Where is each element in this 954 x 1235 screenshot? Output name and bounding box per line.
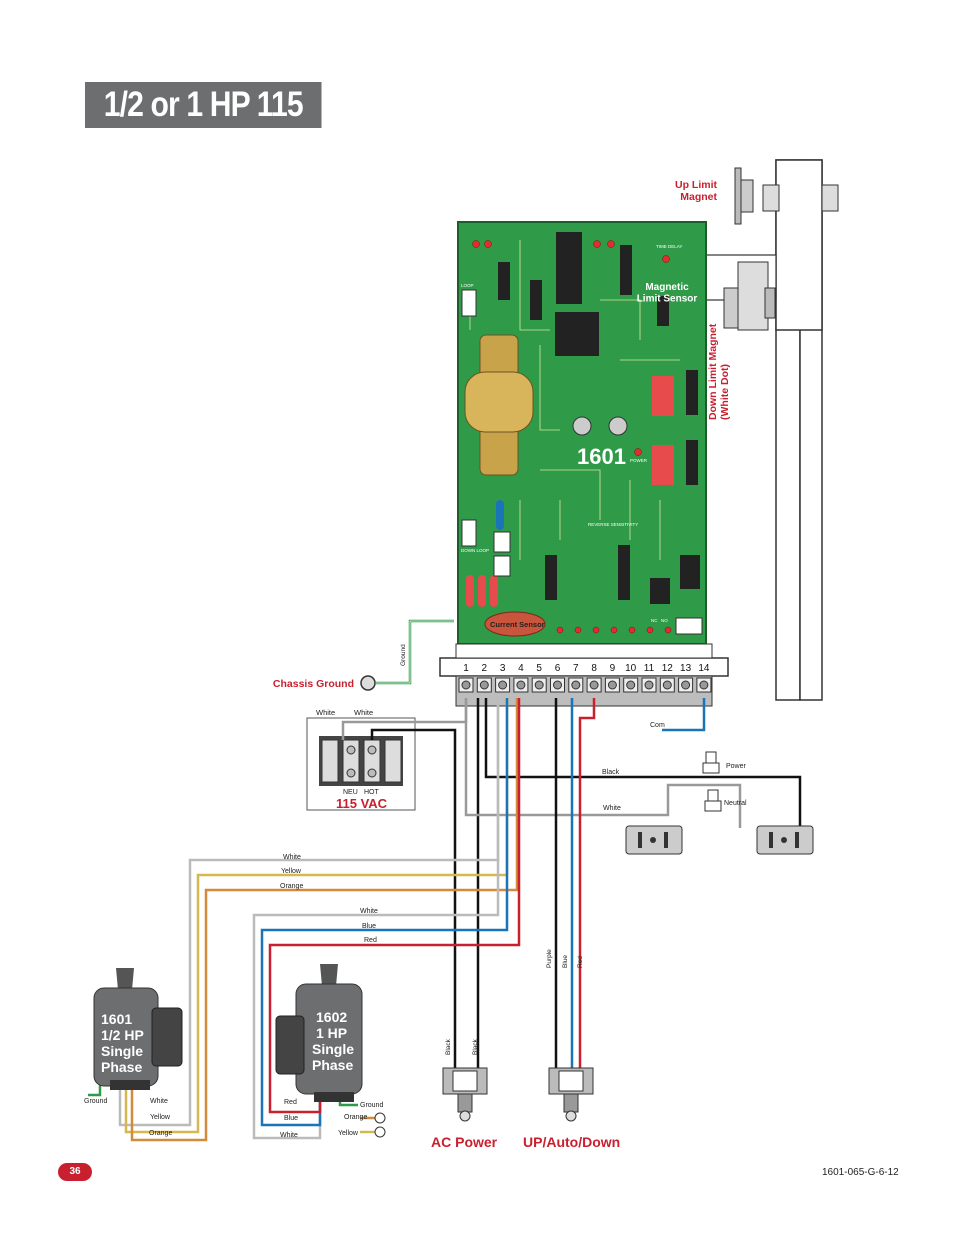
motor1-yellow-label: Yellow	[150, 1114, 171, 1121]
motor-half-hp	[93, 968, 183, 1090]
terminal-screw-head	[699, 680, 709, 690]
current-sensor-label: Current Sensor	[490, 620, 545, 629]
terminal-screw-head	[662, 680, 672, 690]
motor2-yellow-label: Yellow	[338, 1130, 359, 1137]
ground-wire-label: Ground	[400, 644, 407, 666]
up-auto-down-switch[interactable]	[548, 1067, 594, 1122]
terminal-number-label: 14	[698, 663, 710, 674]
motor1-line1: 1601	[101, 1011, 132, 1027]
terminal-number-label: 13	[680, 663, 692, 674]
terminal-number-label: 10	[625, 663, 637, 674]
terminal-number-label: 7	[573, 663, 579, 674]
terminal-screw-head	[461, 680, 471, 690]
power-outlet-label: Power	[726, 763, 747, 770]
motor2-line4: Phase	[312, 1057, 353, 1073]
terminal-number-label: 1	[463, 663, 469, 674]
red-motor2-label: Red	[364, 937, 377, 944]
motor2-ground-label: Ground	[360, 1102, 383, 1109]
board-model-label: 1601	[577, 444, 626, 469]
terminal-screw-head	[498, 680, 508, 690]
terminal-screw-head	[479, 680, 489, 690]
motor2-blue-label: Blue	[284, 1115, 298, 1122]
blue-switch-label: Blue	[562, 955, 569, 968]
down-limit-label: Down Limit Magnet(White Dot)	[707, 323, 731, 420]
vac-label: 115 VAC	[336, 796, 388, 811]
terminal-screw-head	[644, 680, 654, 690]
page-title: 1/2 or 1 HP 115 VAC	[85, 82, 322, 170]
vac-terminal-block	[306, 717, 416, 811]
terminal-screw-head	[516, 680, 526, 690]
no-label: NO	[661, 618, 668, 623]
terminal-screw-head	[607, 680, 617, 690]
motor1-white-label: White	[150, 1098, 168, 1105]
outlet-plugs	[625, 751, 814, 855]
gate-rail	[703, 159, 839, 701]
blue-motor2-label: Blue	[362, 923, 376, 930]
page-number: 36	[58, 1163, 92, 1181]
reverse-sensitivity-label: REVERSE SENSITIVITY	[588, 522, 638, 527]
terminal-screw-head	[534, 680, 544, 690]
motor1-line4: Phase	[101, 1059, 142, 1075]
ac-power-label: AC Power	[431, 1134, 498, 1150]
motor1-line3: Single	[101, 1043, 143, 1059]
document-code: 1601-065-G-6-12	[822, 1167, 899, 1178]
vac-white-label-2: White	[354, 708, 373, 717]
ac-power-switch[interactable]	[442, 1067, 488, 1122]
terminal-number-label: 8	[591, 663, 597, 674]
motor2-line3: Single	[312, 1041, 354, 1057]
terminal-screw-head	[626, 680, 636, 690]
com-label: Com	[650, 722, 665, 729]
terminal-screw-head	[589, 680, 599, 690]
terminal-number-label: 12	[662, 663, 674, 674]
loop-label: LOOP	[461, 283, 474, 288]
motor2-orange-label: Orange	[344, 1114, 367, 1121]
motor2-white-label: White	[280, 1132, 298, 1139]
black-outlet-label: Black	[602, 769, 620, 776]
chassis-ground-label: Chassis Ground	[273, 678, 354, 690]
motor1-ground-label: Ground	[84, 1098, 107, 1105]
motor1-line2: 1/2 HP	[101, 1027, 144, 1043]
neutral-outlet-label: Neutral	[724, 800, 747, 807]
ground-wire-stripe	[376, 620, 454, 684]
orange-motor1-label: Orange	[280, 883, 303, 890]
hot-label: HOT	[364, 789, 380, 796]
wires	[88, 698, 802, 1142]
terminal-strip	[439, 643, 729, 707]
black-ac-label-1: Black	[445, 1038, 452, 1055]
terminal-number-label: 6	[555, 663, 561, 674]
yellow-motor1-label: Yellow	[281, 868, 302, 875]
vac-white-label-1: White	[316, 708, 335, 717]
terminal-number-label: 11	[644, 663, 655, 674]
terminal-screw-head	[681, 680, 691, 690]
control-board	[457, 221, 707, 645]
white-motor1-label: White	[283, 854, 301, 861]
terminal-number-label: 3	[500, 663, 506, 674]
up-auto-down-label: UP/Auto/Down	[523, 1134, 620, 1150]
motor1-orange-label: Orange	[149, 1130, 172, 1137]
time-delay-label: TIME DELAY	[656, 244, 682, 249]
white-motor2-label: White	[360, 908, 378, 915]
white-outlet-label: White	[603, 805, 621, 812]
purple-label: Purple	[546, 949, 553, 968]
down-loop-label: DOWN LOOP	[461, 548, 489, 553]
motor2-line1: 1602	[316, 1009, 347, 1025]
terminal-screw-head	[553, 680, 562, 690]
black-ac-label-2: Black	[472, 1038, 479, 1055]
red-switch-label: Red	[577, 956, 584, 968]
chassis-ground-lug	[360, 675, 376, 691]
terminal-number-label: 9	[610, 663, 616, 674]
terminal-number-label: 4	[518, 663, 524, 674]
terminal-screw-head	[571, 680, 581, 690]
terminal-number-label: 5	[536, 663, 542, 674]
power-led-label: POWER	[630, 458, 648, 463]
neu-label: NEU	[343, 789, 358, 796]
terminal-number-label: 2	[482, 663, 488, 674]
motor-one-hp	[275, 964, 386, 1138]
motor2-red-label: Red	[284, 1099, 297, 1106]
motor2-line2: 1 HP	[316, 1025, 347, 1041]
nc-label: NC	[651, 618, 658, 623]
